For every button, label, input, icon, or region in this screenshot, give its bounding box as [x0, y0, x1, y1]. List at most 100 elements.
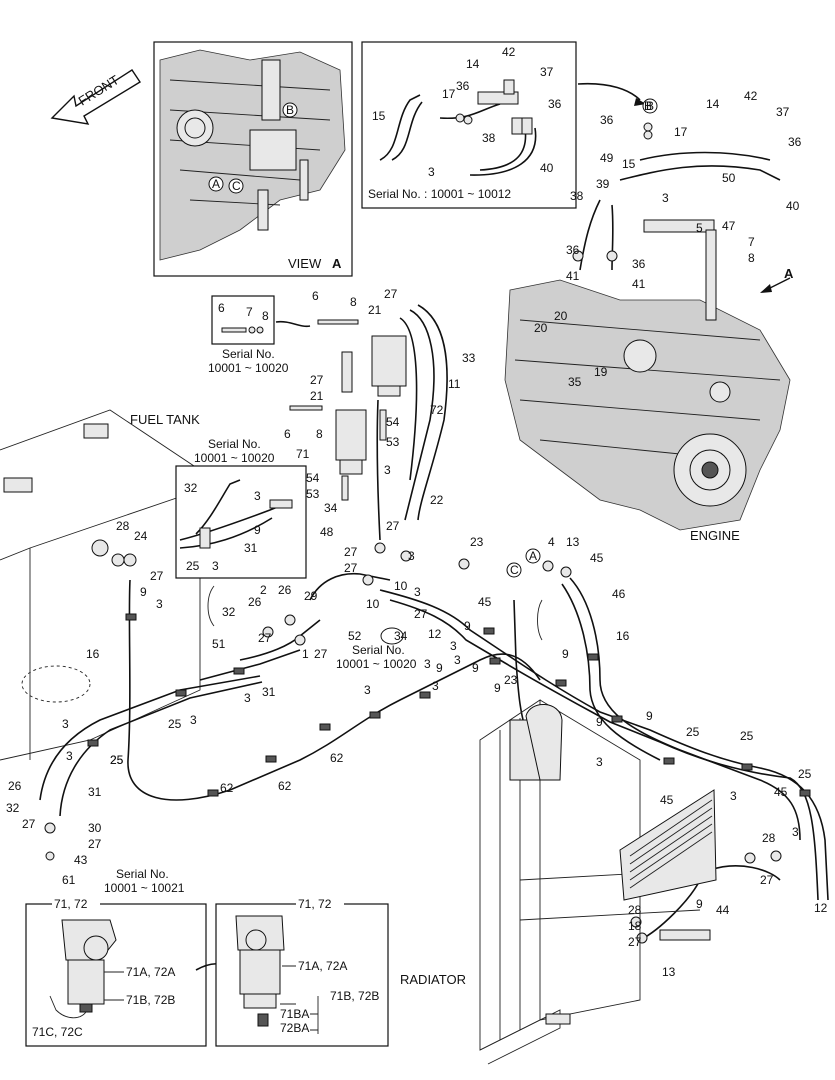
part-number-label: 45	[590, 551, 604, 565]
part-number-label: 6	[284, 427, 291, 441]
part-number-label: 71	[296, 447, 310, 461]
part-number-label: 30	[88, 821, 102, 835]
part-number-label: 45	[660, 793, 674, 807]
part-number-label: 36	[632, 257, 646, 271]
part-number-label: 3	[254, 489, 261, 503]
part-number-label: 22	[430, 493, 444, 507]
part-number-label: 32	[184, 481, 198, 495]
part-number-label: 45	[478, 595, 492, 609]
serial-hose-1: Serial No.	[208, 437, 261, 451]
part-number-label: 16	[86, 647, 100, 661]
part-number-label: 9	[562, 647, 569, 661]
part-number-label: 25	[110, 753, 124, 767]
part-number-label: 9	[596, 715, 603, 729]
part-number-label: 27	[314, 647, 328, 661]
part-number-label: 25	[686, 725, 700, 739]
part-number-label: 12	[428, 627, 442, 641]
part-number-label: 13	[566, 535, 580, 549]
part-number-label: 27	[258, 631, 272, 645]
part-number-label: 7	[748, 235, 755, 249]
part-number-label: 46	[612, 587, 626, 601]
part-number-label: 17	[442, 87, 456, 101]
part-number-label: 20	[554, 309, 568, 323]
filter-box-left: 71, 72 71A, 72A 71B, 72B 71C, 72C	[25, 896, 207, 1047]
serial-bolt-1: Serial No.	[222, 347, 275, 361]
part-number-label: 61	[62, 873, 76, 887]
part-number-label: 6	[218, 301, 225, 315]
part-number-label: 8	[350, 295, 357, 309]
part-number-label: 18	[628, 919, 642, 933]
part-number-label: 3	[384, 463, 391, 477]
part-number-label: 45	[774, 785, 788, 799]
part-number-label: 51	[212, 637, 226, 651]
part-number-label: 62	[330, 751, 344, 765]
part-number-label: 20	[534, 321, 548, 335]
engine-label: ENGINE	[690, 528, 740, 543]
part-number-label: 27	[310, 373, 324, 387]
part-number-label: 25	[110, 753, 124, 767]
part-number-label: 53	[386, 435, 400, 449]
part-number-label: 33	[462, 351, 476, 365]
view-a-letter: A	[332, 256, 342, 271]
part-number-label: 27	[386, 519, 400, 533]
part-number-label: 27	[150, 569, 164, 583]
part-number-label: 10	[394, 579, 408, 593]
serial-bolt-panel: Serial No. 10001 ~ 10020	[208, 295, 289, 375]
callout-b-engine: B	[646, 99, 654, 113]
part-number-label: 23	[470, 535, 484, 549]
part-number-label: 3	[212, 559, 219, 573]
fuel-tank-label: FUEL TANK	[130, 412, 200, 427]
callout-b: B	[286, 103, 294, 117]
engine-assembly: B A ENGINE	[504, 98, 794, 543]
part-number-label: 32	[6, 801, 20, 815]
front-arrow: FRONT	[50, 69, 141, 125]
part-number-label: 53	[306, 487, 320, 501]
part-number-label: 47	[722, 219, 736, 233]
part-number-label: 17	[674, 125, 688, 139]
part-number-label: 13	[662, 965, 676, 979]
callout-a: A	[212, 177, 220, 191]
view-a-panel: B A C VIEW A	[153, 41, 353, 277]
fuel-filters	[289, 304, 448, 541]
part-number-label: 31	[88, 785, 102, 799]
part-number-label: 29	[304, 589, 318, 603]
serial-34-2: 10001 ~ 10020	[336, 657, 417, 671]
serial-top-label: Serial No. : 10001 ~ 10012	[368, 187, 511, 201]
part-number-label: 31	[244, 541, 258, 555]
callout-c-hose: C	[510, 563, 519, 577]
part-number-label: 54	[386, 415, 400, 429]
arrow-a-label: A	[784, 266, 794, 281]
part-number-label: 15	[372, 109, 386, 123]
filter-left-p3: 71C, 72C	[32, 1025, 83, 1039]
filter-left-title: 71, 72	[54, 897, 88, 911]
part-number-label: 3	[190, 713, 197, 727]
part-number-label: 36	[566, 243, 580, 257]
part-number-label: 25	[798, 767, 812, 781]
part-number-label: 3	[596, 755, 603, 769]
part-number-label: 10	[366, 597, 380, 611]
part-number-label: 11	[448, 377, 461, 391]
part-number-label: 38	[570, 189, 584, 203]
part-number-label: 27	[22, 817, 36, 831]
part-number-label: 21	[310, 389, 324, 403]
part-number-label: 3	[432, 679, 439, 693]
part-number-label: 49	[600, 151, 614, 165]
part-number-label: 62	[278, 779, 292, 793]
part-number-label: 43	[74, 853, 88, 867]
part-number-label: 39	[596, 177, 610, 191]
part-number-label: 1	[302, 647, 309, 661]
radiator: RADIATOR	[400, 699, 717, 1065]
part-number-label: 3	[156, 597, 163, 611]
part-number-label: 8	[316, 427, 323, 441]
part-number-label: 3	[792, 825, 799, 839]
part-number-label: 26	[278, 583, 292, 597]
part-number-label: 3	[662, 191, 669, 205]
part-number-label: 27	[344, 561, 358, 575]
part-number-label: 9	[140, 585, 147, 599]
part-number-label: 19	[594, 365, 608, 379]
part-number-label: 38	[482, 131, 496, 145]
filter-right-p3: 71BA	[280, 1007, 309, 1021]
fuel-tank: FUEL TANK	[0, 409, 201, 761]
serial-hose-2: 10001 ~ 10020	[194, 451, 275, 465]
